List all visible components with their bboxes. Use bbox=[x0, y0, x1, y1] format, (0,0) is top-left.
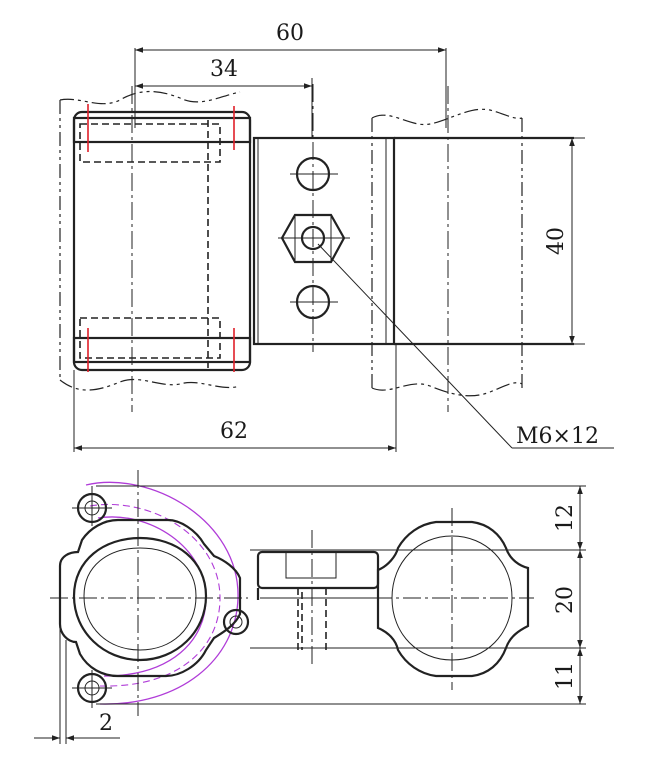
connector-block bbox=[256, 550, 380, 590]
dim-section-upper: 12 bbox=[553, 504, 578, 532]
left-clamp-body bbox=[72, 110, 252, 372]
bolt-spec-label: M6×12 bbox=[516, 424, 599, 449]
top-view bbox=[59, 84, 574, 412]
center-plate bbox=[252, 136, 396, 346]
left-tube-profile bbox=[72, 536, 208, 662]
dim-height: 40 bbox=[544, 227, 569, 255]
dim-base-width: 62 bbox=[220, 419, 248, 444]
top-dimensions: 60 34 40 62 M6×12 bbox=[73, 21, 614, 452]
dim-top-overall: 60 bbox=[276, 21, 304, 46]
upper-recess-hidden bbox=[79, 123, 221, 163]
section-view bbox=[50, 470, 534, 716]
section-dimensions: 12 20 11 2 bbox=[34, 485, 586, 744]
upper-bolt-bar bbox=[72, 116, 252, 144]
right-tube-phantom bbox=[371, 108, 523, 397]
right-tube-profile bbox=[376, 520, 530, 678]
pivot-bolt bbox=[222, 608, 250, 636]
purple-outer-arc bbox=[85, 481, 239, 705]
left-tube-phantom bbox=[59, 90, 241, 391]
lower-bolt-bar bbox=[72, 336, 252, 364]
bolt-markers bbox=[87, 104, 235, 372]
dim-section-lower: 11 bbox=[553, 662, 578, 690]
dim-section-middle: 20 bbox=[553, 586, 578, 614]
left-clamp-body bbox=[58, 518, 242, 678]
lower-recess-hidden bbox=[79, 317, 221, 359]
dim-top-offset: 34 bbox=[210, 57, 238, 82]
dim-wall-offset: 2 bbox=[99, 711, 113, 736]
